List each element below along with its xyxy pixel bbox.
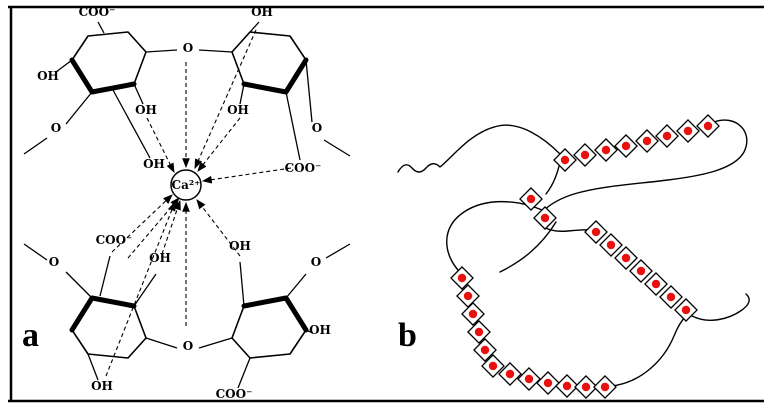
egg-box-unit bbox=[467, 320, 491, 344]
hydroxyl-label: OH bbox=[135, 103, 157, 117]
egg-box-unit bbox=[659, 285, 683, 309]
coordination-arrow bbox=[161, 199, 181, 255]
coordination-arrow bbox=[105, 200, 176, 377]
polymer-chain bbox=[499, 221, 557, 273]
ether-tail bbox=[325, 243, 351, 259]
hydroxyl-label: OH bbox=[37, 69, 59, 83]
bond bbox=[239, 83, 245, 105]
bond bbox=[55, 59, 73, 73]
egg-box-unit bbox=[533, 206, 557, 230]
egg-box-unit bbox=[655, 124, 679, 148]
hydroxyl-label: OH bbox=[251, 5, 273, 19]
carboxylate-label: COO⁻ bbox=[216, 387, 253, 401]
calcium-ion-circle bbox=[170, 169, 202, 201]
bond bbox=[285, 91, 301, 161]
carboxylate-label: COO⁻ bbox=[96, 233, 133, 247]
glycosidic-bond bbox=[145, 49, 178, 53]
ether-tail bbox=[65, 271, 93, 299]
glycosidic-bond bbox=[198, 337, 233, 349]
hydroxyl-label: OH bbox=[229, 239, 251, 253]
carboxylate-label: COO⁻ bbox=[285, 161, 322, 175]
eggbox-junctions bbox=[450, 114, 720, 399]
egg-box-unit bbox=[629, 259, 653, 283]
coordination-arrow bbox=[201, 167, 292, 184]
bond bbox=[249, 21, 260, 33]
egg-box-unit bbox=[573, 143, 597, 167]
egg-box-unit bbox=[644, 272, 668, 296]
ether-tail bbox=[23, 137, 48, 155]
panel-a-egg-box-chemistry: COO⁻ OH OH OH O OH OH COO⁻ O O COO⁻ OH O… bbox=[22, 5, 351, 401]
oxygen-label: O bbox=[183, 339, 193, 353]
egg-box-unit bbox=[519, 187, 543, 211]
egg-box-unit bbox=[536, 371, 560, 395]
panel-b-eggbox-cartoon: b bbox=[397, 114, 750, 399]
panel-b-label: b bbox=[398, 317, 417, 354]
ether-tail bbox=[65, 91, 93, 125]
bond bbox=[97, 21, 105, 34]
polymer-chain bbox=[611, 315, 687, 387]
egg-box-unit bbox=[614, 134, 638, 158]
hydroxyl-label: OH bbox=[149, 251, 171, 265]
egg-box-unit bbox=[674, 298, 698, 322]
egg-box-unit bbox=[696, 114, 720, 138]
oxygen-label: O bbox=[51, 121, 61, 135]
bond bbox=[133, 83, 144, 105]
egg-box-unit bbox=[584, 220, 608, 244]
egg-box-unit bbox=[517, 367, 541, 391]
coordination-arrow bbox=[127, 197, 180, 259]
polymer-chain bbox=[541, 119, 748, 213]
oxygen-label: O bbox=[49, 255, 59, 269]
bond bbox=[112, 89, 151, 159]
hydroxyl-label: OH bbox=[91, 379, 113, 393]
hydroxyl-label: OH bbox=[143, 157, 165, 171]
bond bbox=[237, 357, 251, 389]
polymer-chain bbox=[397, 124, 561, 173]
calcium-ion-label: Ca²⁺ bbox=[172, 178, 201, 192]
sugar-ring-bottom-left bbox=[72, 298, 146, 358]
sugar-ring-top-right bbox=[232, 32, 306, 92]
oxygen-label: O bbox=[311, 255, 321, 269]
polymer-chain bbox=[691, 293, 750, 321]
egg-box-unit bbox=[555, 374, 579, 398]
coordination-arrow bbox=[196, 199, 241, 257]
egg-box-unit bbox=[593, 375, 617, 399]
sugar-ring-bottom-right bbox=[232, 298, 306, 358]
egg-box-unit bbox=[614, 246, 638, 270]
carboxylate-label: COO⁻ bbox=[79, 5, 116, 19]
hydroxyl-label: OH bbox=[309, 323, 331, 337]
oxygen-label: O bbox=[312, 121, 322, 135]
egg-box-unit bbox=[461, 302, 485, 326]
glycosidic-bond bbox=[145, 337, 178, 349]
ether-tail bbox=[323, 139, 351, 157]
coordination-arrow bbox=[197, 117, 241, 172]
coordination-arrow bbox=[146, 117, 175, 173]
sugar-ring-top-left bbox=[72, 32, 146, 92]
egg-box-unit bbox=[450, 266, 474, 290]
ether-tail bbox=[305, 59, 313, 123]
bond bbox=[133, 273, 157, 307]
polymer-chain bbox=[446, 201, 551, 271]
egg-box-unit bbox=[456, 284, 480, 308]
oxygen-label: O bbox=[183, 41, 193, 55]
glycosidic-bond bbox=[198, 49, 233, 53]
bond bbox=[99, 255, 111, 297]
bond bbox=[305, 329, 314, 334]
egg-box-unit bbox=[676, 119, 700, 143]
egg-box-unit bbox=[599, 233, 623, 257]
figure-border bbox=[8, 5, 764, 403]
coordination-arrows bbox=[105, 29, 292, 377]
bond bbox=[239, 261, 245, 307]
chem-labels: COO⁻ OH OH OH O OH OH COO⁻ O O COO⁻ OH O… bbox=[37, 5, 331, 401]
bond-lines bbox=[23, 21, 351, 389]
egg-box-unit bbox=[635, 129, 659, 153]
egg-box-unit bbox=[594, 138, 618, 162]
ether-tail bbox=[23, 243, 48, 261]
bond bbox=[87, 353, 99, 381]
ether-tail bbox=[285, 273, 307, 299]
panel-a-label: a bbox=[22, 317, 39, 354]
polymer-chains bbox=[397, 119, 750, 387]
hydroxyl-label: OH bbox=[227, 103, 249, 117]
